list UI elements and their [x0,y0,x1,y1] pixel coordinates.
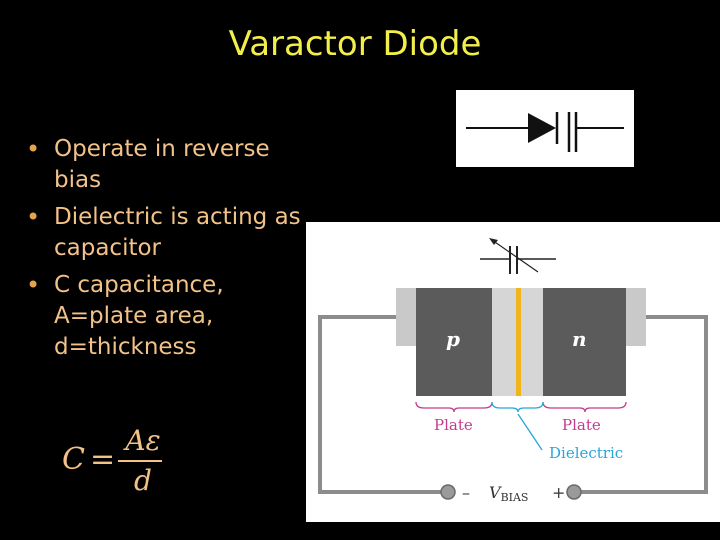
dielectric-layer [516,288,521,396]
plate-right-label: Plate [562,416,601,434]
plate-left-label: Plate [434,416,473,434]
n-label: n [572,327,587,351]
plate-brackets [415,401,627,413]
varactor-symbol-image [456,90,634,167]
vbias-label: VBIAS [489,483,528,504]
formula-equals: = [90,442,116,477]
bullet-text: Operate in reverse bias [54,136,270,193]
dielectric-label: Dielectric [549,444,623,462]
bullet-text: C capacitance, A=plate area, d=thickness [54,272,224,360]
variable-capacitor-icon [480,238,556,274]
positive-terminal [566,484,582,500]
bullet-text: Dielectric is acting as capacitor [54,204,301,261]
dielectric-pointer [517,413,543,451]
right-plate [521,288,543,396]
slide-title: Varactor Diode [228,24,482,64]
p-label: p [446,327,460,351]
bullet-list: • Operate in reverse bias • Dielectric is … [24,134,314,369]
vbias-main: V [489,483,502,502]
bullet-item: • Operate in reverse bias [24,134,314,196]
left-end-cap [396,288,416,346]
vbias-sub: BIAS [501,491,529,504]
right-end-cap [626,288,646,346]
formula-lhs: C [62,442,85,477]
varactor-diode-symbol-icon [466,112,624,152]
formula-denominator: d [134,464,152,497]
minus-sign: – [462,483,470,502]
bullet-marker: • [26,203,41,231]
plus-sign: + [552,483,565,502]
bullet-marker: • [26,135,41,163]
bullet-item: • C capacitance, A=plate area, d=thicknes… [24,270,314,363]
left-plate [492,288,516,396]
bullet-item: • Dielectric is acting as capacitor [24,202,314,264]
fraction-bar [118,460,162,462]
p-region [416,288,492,396]
negative-terminal [440,484,456,500]
n-region [543,288,626,396]
capacitance-formula: C = Aε d [60,424,170,506]
formula-numerator: Aε [125,424,161,457]
dielectric-bracket [491,401,544,413]
bullet-marker: • [26,271,41,299]
varactor-structure-diagram: p n Plate Plate Dielectric – VBIAS + [306,222,720,522]
circuit-wire [318,315,708,494]
